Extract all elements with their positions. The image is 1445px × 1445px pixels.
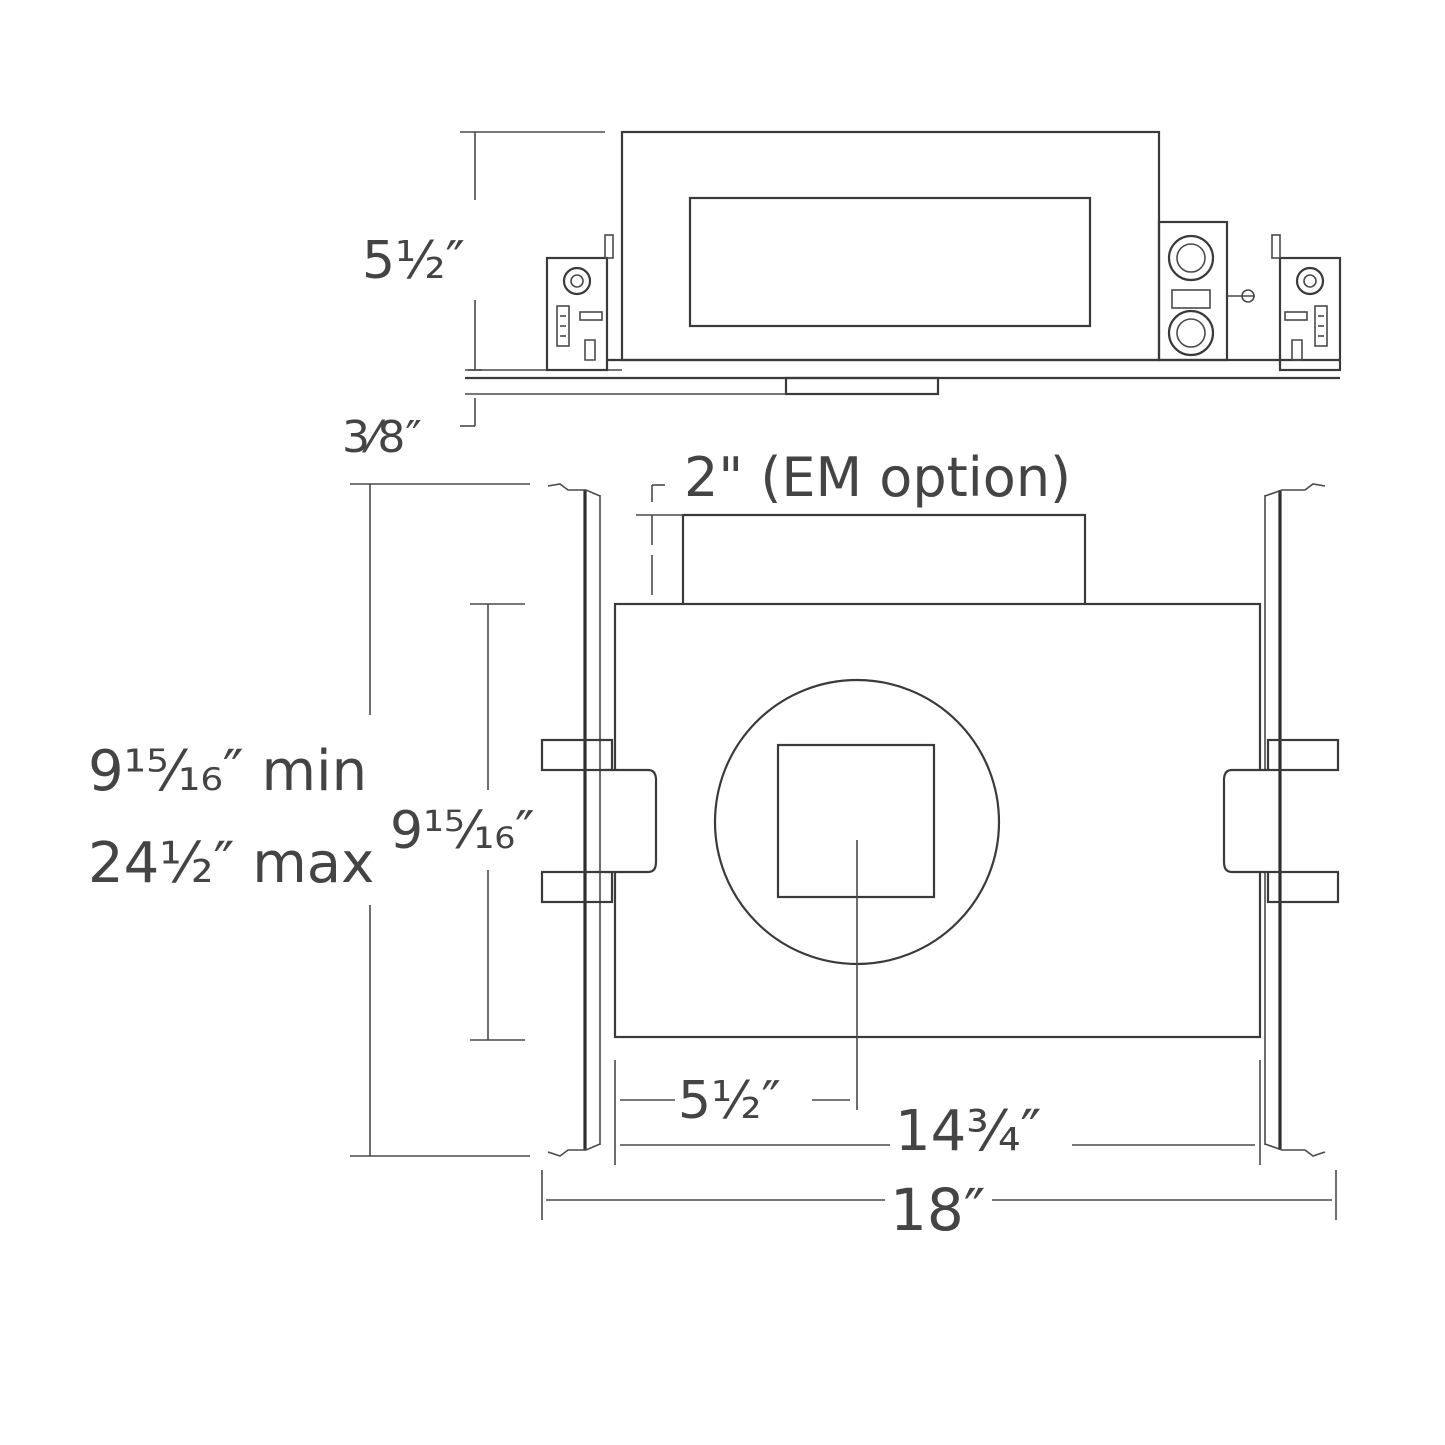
aperture-offset-label: 5½″ <box>678 1071 781 1131</box>
side-trim-lip <box>784 376 940 396</box>
side-junction-box <box>1157 220 1255 362</box>
housing-width-label: 14¾″ <box>895 1099 1041 1164</box>
overall-depth-dimension <box>350 483 530 1157</box>
overall-width-label: 18″ <box>890 1176 985 1244</box>
overall-min-label: 9¹⁵⁄₁₆″ min <box>88 739 367 804</box>
housing-depth-label: 9¹⁵⁄₁₆″ <box>390 801 535 861</box>
em-option-label: 2" (EM option) <box>684 446 1071 509</box>
plan-right-rail <box>1222 483 1340 1157</box>
plan-view: 2" (EM option) <box>88 446 1340 1244</box>
overall-max-label: 24½″ max <box>88 831 374 896</box>
side-flange-label: 3⁄8″ <box>342 412 422 463</box>
housing-width-dimension <box>620 1060 1261 1165</box>
side-housing-panel <box>688 196 1092 328</box>
plan-housing-body <box>613 602 1262 1039</box>
overall-width-dimension <box>541 1170 1337 1220</box>
side-left-bracket <box>545 234 614 372</box>
side-flange-dimension <box>460 398 476 427</box>
side-right-bracket <box>1271 234 1342 372</box>
side-height-dimension <box>460 131 605 371</box>
side-view: 5½″ 3⁄8″ <box>342 130 1342 463</box>
aperture-square <box>776 743 936 899</box>
em-option-box <box>636 484 1087 604</box>
plan-left-rail <box>540 483 658 1157</box>
housing-depth-dimension <box>470 603 525 1041</box>
aperture-offset-dimension <box>614 1060 850 1165</box>
side-height-label: 5½″ <box>362 231 465 291</box>
